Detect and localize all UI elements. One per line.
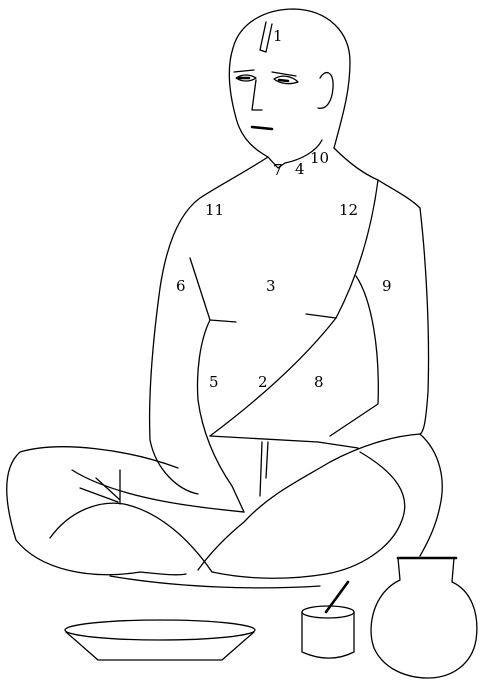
marker-10: 10 bbox=[310, 149, 329, 167]
offering-plate bbox=[65, 620, 255, 660]
marker-1: 1 bbox=[273, 27, 283, 45]
marker-12: 12 bbox=[339, 201, 358, 219]
torso bbox=[150, 140, 429, 512]
marker-8: 8 bbox=[314, 373, 324, 391]
marker-5: 5 bbox=[209, 373, 219, 391]
marker-4: 4 bbox=[295, 160, 305, 178]
marker-11: 11 bbox=[205, 201, 224, 219]
marker-3: 3 bbox=[266, 277, 276, 295]
small-cup bbox=[302, 582, 354, 658]
head bbox=[229, 9, 350, 168]
marker-9: 9 bbox=[382, 277, 392, 295]
crossed-legs bbox=[7, 434, 442, 588]
marker-2: 2 bbox=[258, 373, 268, 391]
marker-7: 7 bbox=[273, 161, 283, 179]
marker-6: 6 bbox=[176, 277, 186, 295]
water-pot bbox=[371, 558, 477, 678]
